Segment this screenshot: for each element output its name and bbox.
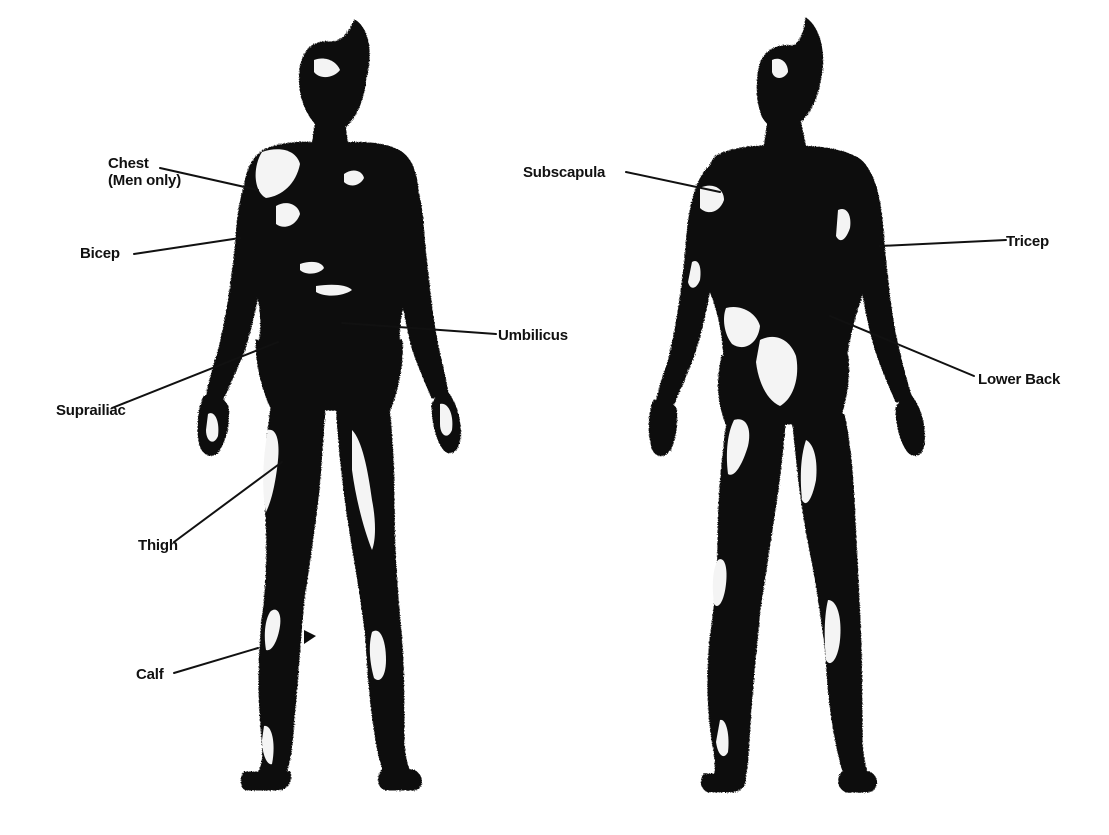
back-body-figure [649, 18, 924, 792]
suprailiac-label: Suprailiac [56, 402, 126, 419]
front-head [300, 20, 370, 131]
back-head [757, 18, 822, 130]
front-leg-left [252, 400, 326, 782]
chest-label-note: (Men only) [108, 172, 181, 189]
thigh-label: Thigh [138, 537, 178, 554]
tricep-label: Tricep [1006, 233, 1049, 250]
front-foot-left [241, 772, 290, 790]
suprailiac-leader [112, 342, 278, 408]
bicep-leader [134, 238, 240, 254]
calf-leader [174, 648, 258, 673]
back-arm-right [855, 160, 912, 402]
bicep-label: Bicep [80, 245, 120, 262]
front-leg-right [336, 400, 414, 780]
back-foot-left [701, 774, 745, 792]
subscapula-label: Subscapula [523, 164, 605, 181]
front-neck [312, 118, 348, 146]
calf-marker [304, 630, 316, 644]
front-foot-right [379, 770, 422, 790]
chest-label-text: Chest [108, 155, 181, 172]
back-torso [701, 146, 876, 368]
umbilicus-label: Umbilicus [498, 327, 568, 344]
tricep-leader [880, 240, 1006, 246]
calf-label: Calf [136, 666, 164, 683]
lower-back-label: Lower Back [978, 371, 1060, 388]
front-body-figure [198, 20, 460, 790]
back-neck [764, 120, 806, 148]
chest-label: Chest (Men only) [108, 155, 181, 189]
back-hand-right [896, 394, 924, 455]
back-hand-left [649, 400, 677, 456]
back-foot-right [839, 772, 877, 792]
